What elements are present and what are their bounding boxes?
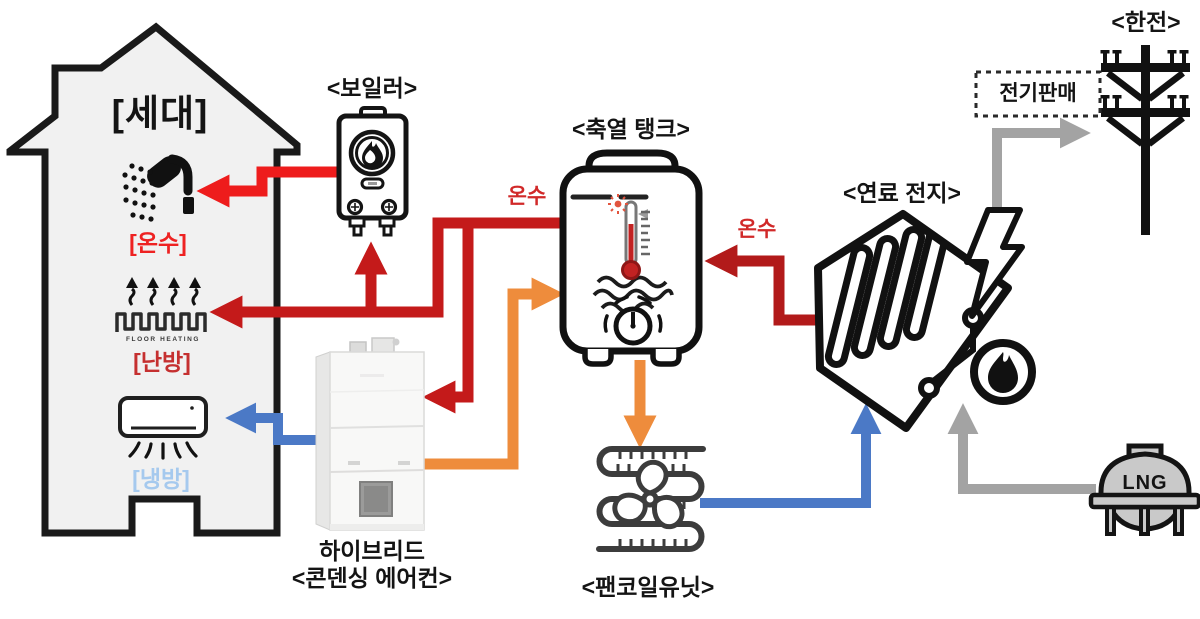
hybrid-unit-image (315, 337, 425, 531)
shower-icon (122, 154, 194, 222)
hot-water-flow-label-tank: 온수 (507, 185, 547, 208)
flow-pipes (196, 117, 1096, 508)
lng-label: LNG (1122, 472, 1168, 494)
pipe-lng-to-fuel-cell-gray (947, 403, 1096, 494)
lightning-bolt-icon (964, 207, 1025, 319)
cooling-label: [냉방] (132, 466, 190, 492)
fuel-cell-label: <연료 전지> (843, 180, 961, 206)
heating-label: [난방] (133, 349, 191, 375)
kepco-label: <한전> (1111, 9, 1181, 35)
storage-tank-icon (559, 149, 703, 367)
fan-coil-icon (596, 446, 706, 552)
household-title: [세대] (111, 93, 209, 134)
boiler-label: <보일러> (326, 75, 418, 101)
fan-coil-label: <팬코일유닛> (581, 574, 715, 600)
storage-tank-label: <축열 탱크> (572, 116, 690, 142)
power-pole-icon (1100, 45, 1190, 235)
pipe-hybrid-to-tank-orange (420, 277, 565, 470)
pipe-hybrid-to-ac-blue (225, 402, 318, 445)
sun-symbol (608, 194, 628, 214)
air-conditioner-icon (118, 396, 208, 460)
hybrid-label-line1: 하이브리드 (319, 538, 425, 564)
hot-water-flow-label-fuel-cell: 온수 (737, 218, 777, 241)
pipe-branch-to-hybrid-unit (422, 223, 474, 414)
pipe-fuel-cell-to-grid-gray (992, 117, 1091, 212)
pipe-fuel-cell-to-tank (704, 244, 818, 326)
pipe-fan-coil-to-fuel-cell-blue (700, 403, 882, 508)
lng-tank-icon (1088, 443, 1200, 536)
floor-heating-caption: FLOOR HEATING (125, 336, 201, 343)
floor-heating-icon (115, 277, 207, 332)
electricity-sale-box (974, 70, 1102, 118)
fuel-cell-icon (814, 207, 1036, 432)
boiler-icon (336, 106, 409, 237)
electricity-sale-label: 전기판매 (999, 82, 1077, 105)
hybrid-label-line2: <콘덴싱 에어컨> (291, 565, 453, 591)
pipe-tank-to-floor-heating (209, 217, 565, 329)
hot-water-label: [온수] (129, 230, 187, 256)
pipe-boiler-to-shower (196, 166, 342, 208)
